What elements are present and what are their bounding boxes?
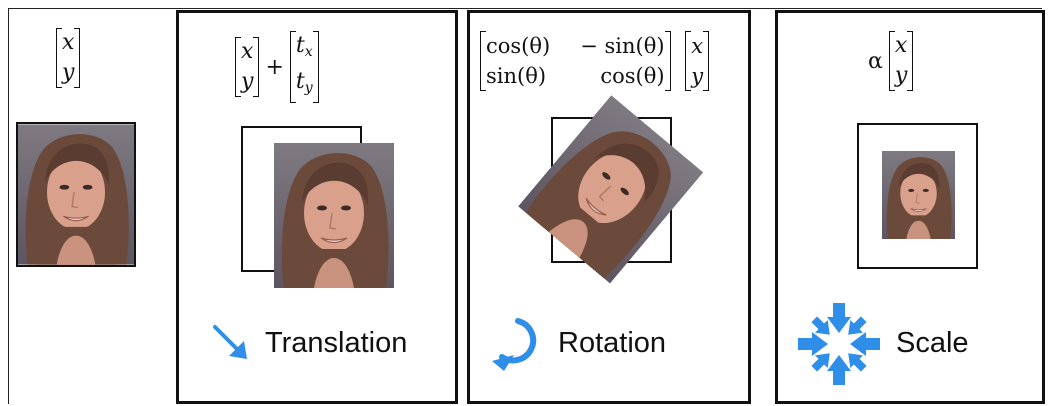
face-image-scaled <box>882 151 955 239</box>
face-image-original <box>16 122 136 267</box>
face-image-rotated <box>518 95 703 283</box>
translation-label: Translation <box>265 327 407 360</box>
scale-label: Scale <box>896 327 969 360</box>
rotate-arrow-icon <box>488 313 542 371</box>
rotation-label: Rotation <box>558 327 666 360</box>
face-image-translated <box>274 143 394 288</box>
arrow-down-right-icon <box>211 323 251 363</box>
compress-arrows-icon <box>798 303 880 385</box>
